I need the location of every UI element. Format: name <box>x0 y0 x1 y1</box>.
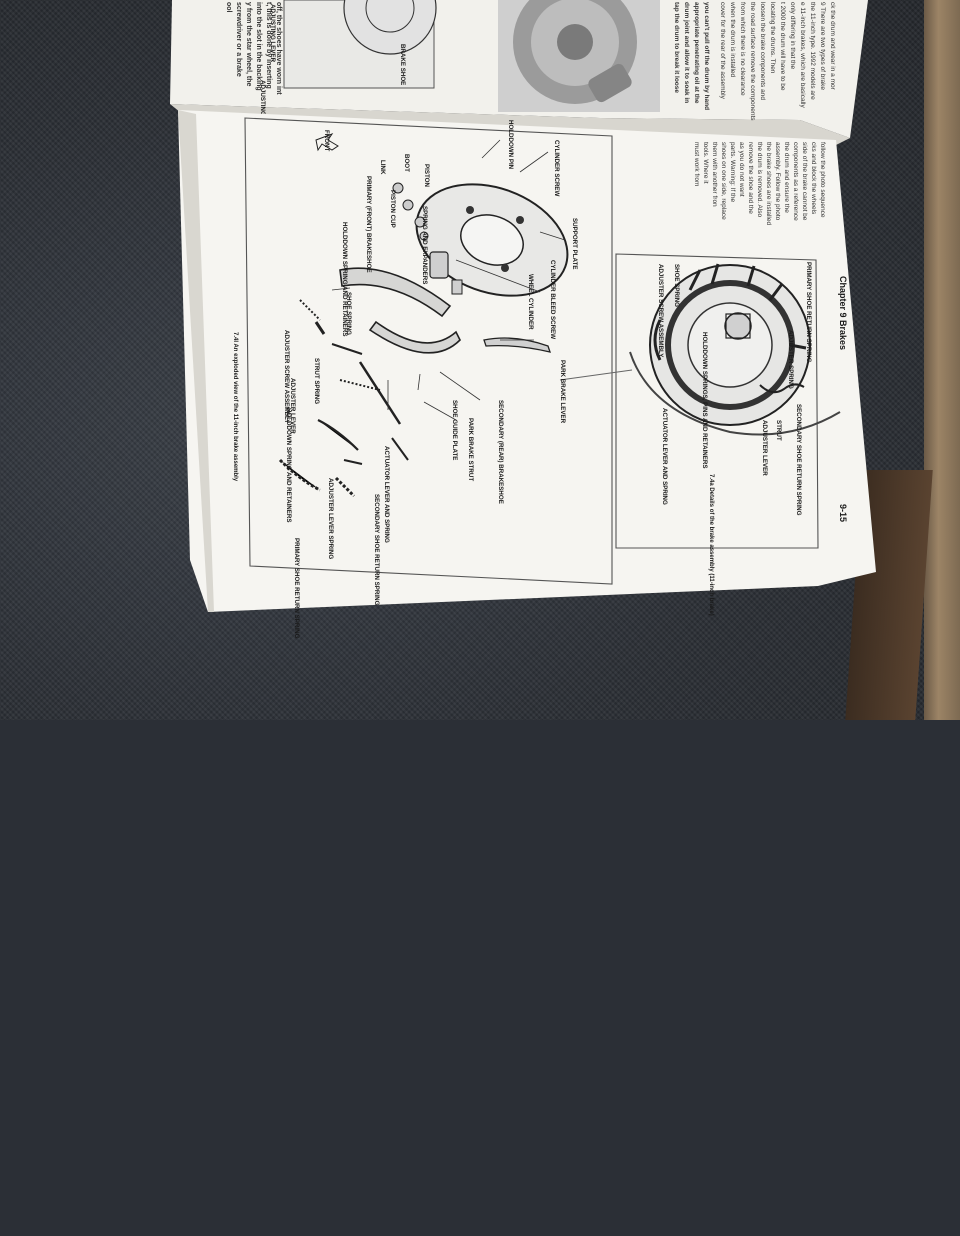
rc-5: the drum and ensure the <box>783 142 790 213</box>
rc-15: must work from <box>693 142 700 187</box>
rc-7: the brake shoes are installed <box>765 142 772 226</box>
label-piston: PISTON <box>423 164 430 187</box>
page-number: 9-15 <box>838 504 848 523</box>
rc-1: follow the photo sequence <box>819 142 826 218</box>
rc-14: tools. Where it <box>702 142 709 184</box>
front-page-svg <box>178 110 876 612</box>
rc-13: them with another fron <box>711 142 718 207</box>
rc-10: as you do not want <box>738 142 745 197</box>
right-column-text: follow the photo sequence cks and block … <box>106 142 826 1102</box>
chapter-title: Chapter 9 Brakes <box>838 276 848 351</box>
rc-4: components as a reference <box>792 142 799 221</box>
rc-8: the drum is removed. Also <box>756 142 763 218</box>
label-primary-shoe-return-b: PRIMARY SHOE RETURN SPRING <box>293 538 300 639</box>
caption-top-figure: 7.4a Details of the brake assembly (11-i… <box>708 474 714 616</box>
label-support-plate: SUPPORT PLATE <box>571 218 578 270</box>
label-boot: BOOT <box>403 154 410 172</box>
rc-11: parts. Warning: If the <box>729 142 736 203</box>
frame-top-figure <box>615 253 819 549</box>
label-spring-expanders: SPRING AND EXPANDERS <box>421 206 428 285</box>
label-secondary-shoe-return: SECONDARY SHOE RETURN SPRING <box>795 404 802 516</box>
brake-assembly-drawing <box>559 263 841 436</box>
label-primary-brakeshoe: PRIMARY (FRONT) BRAKESHOE <box>365 176 372 273</box>
label-secondary-brakeshoe: SECONDARY (REAR) BRAKESHOE <box>497 400 504 504</box>
label-secondary-shoe-return-b: SECONDARY SHOE RETURN SPRING <box>373 494 380 606</box>
label-link: LINK <box>379 160 386 175</box>
label-cylinder-screw: CYLINDER SCREW <box>553 140 560 197</box>
label-strut-spring: STRUT SPRING <box>313 358 320 405</box>
rc-12: shoes on one side, replace <box>720 142 727 220</box>
rc-9: remove the shoe and the <box>747 142 754 214</box>
label-front: FRONT <box>323 130 330 152</box>
label-primary-shoe-return-spring: PRIMARY SHOE RETURN SPRING <box>805 262 812 363</box>
label-adjuster-spring: ADJUSTER SPRING <box>787 330 794 389</box>
frame-bottom-figure <box>244 117 613 585</box>
label-shoe-guide-plate: SHOE GUIDE PLATE <box>451 400 458 461</box>
label-cylinder-bleed-screw: CYLINDER BLEED SCREW <box>549 260 556 340</box>
label-adjuster-lever-spring: ADJUSTER LEVER SPRING <box>327 478 334 560</box>
label-actuator-lever-spring-b: ACTUATOR LEVER AND SPRING <box>383 446 390 543</box>
label-shoe-spring-b: SHOE SPRING <box>345 292 352 335</box>
label-adjuster-lever: ADJUSTER LEVER <box>761 420 768 476</box>
label-adjuster-screw-assembly: ADJUSTER SCREW ASSEMBLY <box>657 264 664 358</box>
label-park-brake-strut: PARK BRAKE STRUT <box>467 418 474 482</box>
open-manual: off, the shoes have worn int t, this is … <box>170 0 876 639</box>
rc-6: assembly. Follow the photo <box>774 142 781 221</box>
label-actuator-lever-spring: ACTUATOR LEVER AND SPRING <box>661 408 668 505</box>
back-pages-svg <box>170 0 868 145</box>
wood-edge <box>924 0 960 720</box>
label-shoe-spring: SHOE SPRING <box>673 264 680 307</box>
label-strut: STRUT <box>775 420 782 441</box>
label-piston-cup: PISTON CUP <box>389 190 396 228</box>
rc-3: side of the brake cannot be <box>801 142 808 221</box>
exploded-view-drawing <box>278 132 569 498</box>
label-park-brake-lever: PARK BRAKE LEVER <box>559 360 566 424</box>
rc-2: cks and block the wheels <box>810 142 817 215</box>
label-holddown-pins: HOLDDOWN SPRINGS, PINS AND RETAINERS <box>701 332 708 469</box>
label-holddown-spring-retainers-2: HOLDDOWN SPRING AND RETAINERS <box>285 408 292 523</box>
caption-bottom-figure: 7.4l An exploded view of the 11-inch bra… <box>232 332 238 482</box>
label-holddown-pin: HOLDDOWN PIN <box>507 120 514 170</box>
label-wheel-cylinder: WHEEL CYLINDER <box>527 274 534 330</box>
